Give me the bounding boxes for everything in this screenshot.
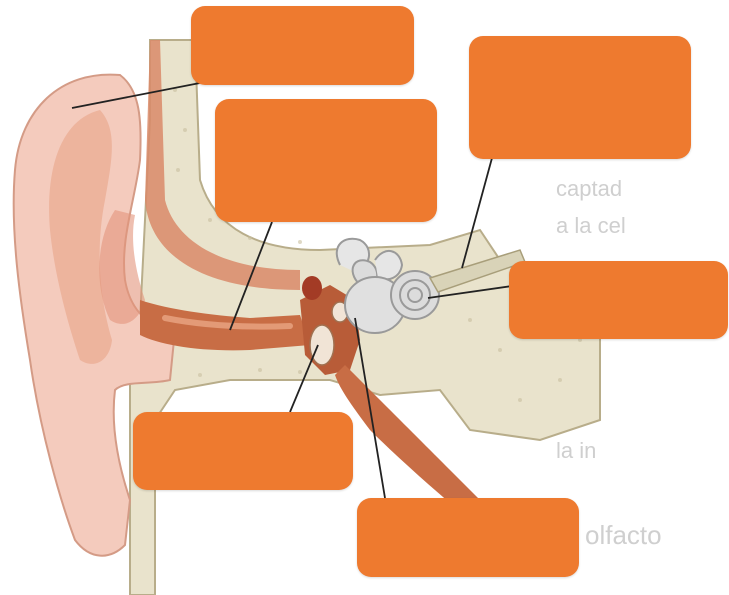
label-box-ossicles: [133, 412, 353, 490]
label-box-pinna: [191, 6, 414, 85]
label-box-ear-canal: [215, 99, 437, 222]
label-box-eustachian-tube: [357, 498, 579, 577]
label-box-cochlea: [509, 261, 728, 339]
label-box-auditory-nerve: [469, 36, 691, 159]
